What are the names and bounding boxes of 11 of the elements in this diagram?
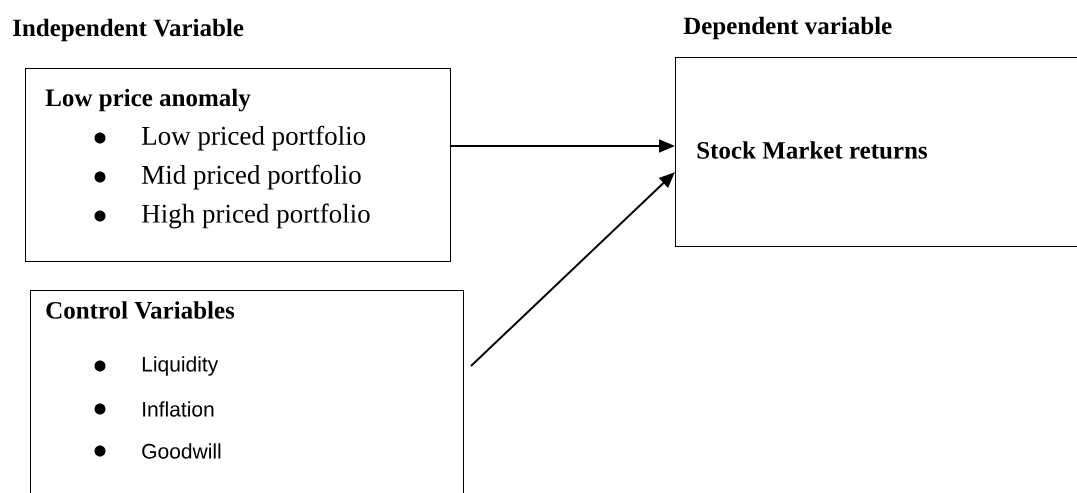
- section-heading: Independent Variable: [13, 18, 244, 42]
- bullet-item: High priced portfolio: [142, 203, 370, 229]
- bullet-item: Goodwill: [142, 443, 221, 459]
- box-heading: Low price anomaly: [45, 88, 251, 112]
- bullet-item: Liquidity: [142, 356, 219, 376]
- bullet-item: Low priced portfolio: [142, 125, 366, 151]
- box-heading: Stock Market returns: [697, 141, 928, 159]
- box-heading: Control Variables: [46, 301, 235, 319]
- bullet-item: Mid priced portfolio: [142, 164, 361, 190]
- arrow: [470, 172, 675, 367]
- bullet-item: Inflation: [143, 401, 214, 417]
